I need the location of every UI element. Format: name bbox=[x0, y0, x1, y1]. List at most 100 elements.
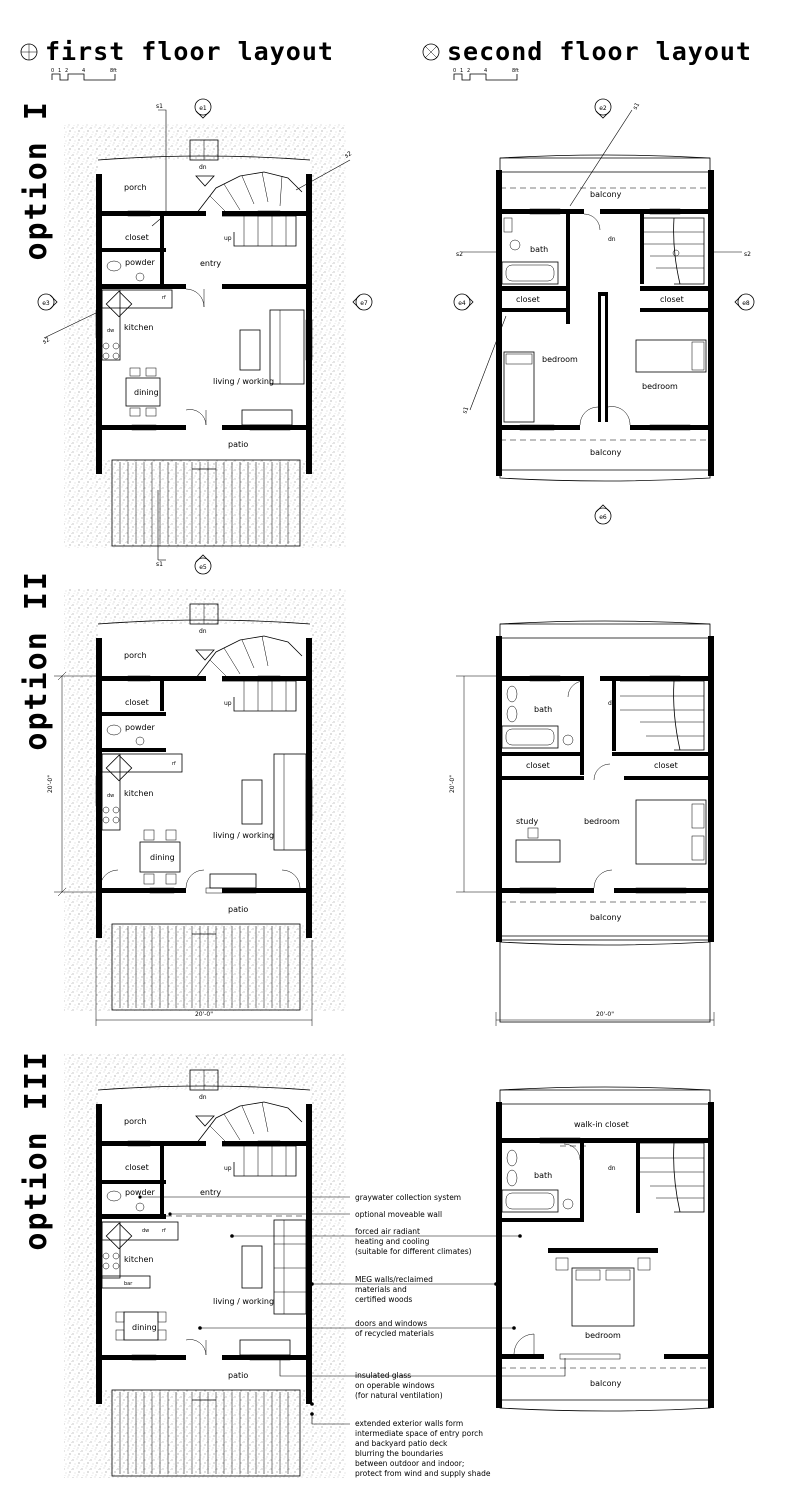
elevation-marker-e8: e8 bbox=[734, 293, 755, 311]
svg-text:kitchen: kitchen bbox=[124, 1255, 153, 1264]
first-floor-title: first floor layout 0 1 2 4 8ft bbox=[20, 37, 334, 81]
elevation-marker-e7: e7 bbox=[352, 293, 373, 311]
svg-text:dn: dn bbox=[199, 164, 207, 171]
option-1-first-floor: e1 e5 e3 e7 s1 s1 s2 s2 porch closet pow… bbox=[37, 98, 373, 575]
svg-text:up: up bbox=[224, 700, 232, 707]
svg-text:4: 4 bbox=[82, 68, 85, 74]
svg-text:0: 0 bbox=[453, 68, 456, 74]
svg-text:MEG walls/reclaimed: MEG walls/reclaimed bbox=[355, 1275, 433, 1284]
scale-bar: 0 1 2 4 8ft bbox=[453, 68, 519, 81]
svg-text:1: 1 bbox=[58, 68, 61, 74]
svg-text:1: 1 bbox=[460, 68, 463, 74]
svg-text:bath: bath bbox=[534, 705, 552, 714]
svg-text:e5: e5 bbox=[199, 564, 207, 571]
svg-text:living / working: living / working bbox=[213, 1297, 274, 1306]
svg-text:and backyard patio deck: and backyard patio deck bbox=[355, 1439, 448, 1448]
option-3-second-floor: walk-in closet bath dn bedroom balcony bbox=[496, 1086, 714, 1412]
elevation-marker-e1: e1 bbox=[194, 98, 212, 119]
svg-text:closet: closet bbox=[654, 761, 678, 770]
room-label: closet bbox=[125, 233, 149, 242]
svg-text:balcony: balcony bbox=[590, 190, 622, 199]
svg-text:e7: e7 bbox=[360, 300, 368, 307]
svg-text:between outdoor and indoor;: between outdoor and indoor; bbox=[355, 1459, 464, 1468]
svg-text:s2: s2 bbox=[344, 150, 354, 160]
svg-text:e4: e4 bbox=[458, 300, 466, 307]
svg-text:rf: rf bbox=[162, 295, 166, 301]
svg-text:balcony: balcony bbox=[590, 1379, 622, 1388]
svg-text:dn: dn bbox=[608, 700, 616, 707]
svg-text:patio: patio bbox=[228, 1371, 248, 1380]
room-label: kitchen bbox=[124, 323, 153, 332]
second-floor-heading: second floor layout bbox=[447, 37, 752, 66]
svg-text:bath: bath bbox=[534, 1171, 552, 1180]
option-2-first-floor: 20'-0" 20'-0" porch closet powder kitche… bbox=[47, 588, 346, 1026]
svg-text:dw: dw bbox=[107, 328, 114, 334]
svg-text:study: study bbox=[516, 817, 538, 826]
svg-text:(for natural ventilation): (for natural ventilation) bbox=[355, 1391, 443, 1400]
svg-text:bedroom: bedroom bbox=[584, 817, 620, 826]
room-label: entry bbox=[200, 259, 221, 268]
svg-text:powder: powder bbox=[125, 1188, 156, 1197]
svg-text:closet: closet bbox=[516, 295, 540, 304]
svg-text:materials and: materials and bbox=[355, 1285, 407, 1294]
svg-text:(suitable for different climat: (suitable for different climates) bbox=[355, 1247, 472, 1256]
svg-text:up: up bbox=[224, 235, 232, 242]
svg-text:s1: s1 bbox=[156, 103, 163, 110]
svg-text:certified woods: certified woods bbox=[355, 1295, 412, 1304]
option-2-second-floor: 20'-0" 20'-0" bath dn closet closet stud… bbox=[449, 620, 715, 1026]
svg-text:porch: porch bbox=[124, 651, 147, 660]
svg-text:insulated glass: insulated glass bbox=[355, 1371, 411, 1380]
deck-boards bbox=[119, 462, 289, 544]
option-3-label: option III bbox=[19, 1050, 54, 1251]
svg-text:closet: closet bbox=[125, 1163, 149, 1172]
svg-text:bedroom: bedroom bbox=[642, 382, 678, 391]
annotation-graywater: graywater collection system bbox=[355, 1193, 461, 1202]
deck-boards bbox=[119, 926, 289, 1008]
room-label: living / working bbox=[213, 377, 274, 386]
svg-text:e3: e3 bbox=[42, 300, 50, 307]
svg-text:2: 2 bbox=[65, 68, 68, 74]
svg-text:s1: s1 bbox=[461, 406, 470, 415]
svg-text:closet: closet bbox=[660, 295, 684, 304]
svg-text:dw: dw bbox=[142, 1228, 149, 1234]
svg-text:closet: closet bbox=[526, 761, 550, 770]
svg-text:on operable windows: on operable windows bbox=[355, 1381, 435, 1390]
svg-text:intermediate space of entry po: intermediate space of entry porch bbox=[355, 1429, 483, 1438]
svg-text:bedroom: bedroom bbox=[542, 355, 578, 364]
svg-text:dn: dn bbox=[608, 236, 616, 243]
svg-text:rf: rf bbox=[172, 761, 176, 767]
svg-text:bath: bath bbox=[530, 245, 548, 254]
svg-text:entry: entry bbox=[200, 1188, 221, 1197]
svg-text:dw: dw bbox=[107, 793, 114, 799]
svg-text:walk-in closet: walk-in closet bbox=[574, 1120, 629, 1129]
svg-text:forced air radiant: forced air radiant bbox=[355, 1227, 420, 1236]
svg-text:heating and cooling: heating and cooling bbox=[355, 1237, 430, 1246]
svg-text:e6: e6 bbox=[599, 514, 607, 521]
svg-text:kitchen: kitchen bbox=[124, 789, 153, 798]
annotation-moveable-wall: optional moveable wall bbox=[355, 1210, 442, 1219]
svg-text:s1: s1 bbox=[632, 101, 642, 111]
svg-text:20'-0": 20'-0" bbox=[449, 775, 456, 793]
svg-text:s2: s2 bbox=[42, 336, 52, 346]
svg-text:s2: s2 bbox=[744, 251, 751, 258]
option-1-label: option I bbox=[19, 100, 54, 261]
svg-text:dn: dn bbox=[608, 1165, 616, 1172]
scale-bar: 0 1 2 4 8ft bbox=[51, 68, 117, 81]
svg-text:dining: dining bbox=[132, 1323, 157, 1332]
elevation-marker-e2: e2 bbox=[594, 98, 612, 119]
svg-text:bedroom: bedroom bbox=[585, 1331, 621, 1340]
room-label: dining bbox=[134, 388, 159, 397]
svg-text:s2: s2 bbox=[456, 251, 463, 258]
room-label: powder bbox=[125, 258, 156, 267]
svg-text:balcony: balcony bbox=[590, 448, 622, 457]
elevation-marker-e6: e6 bbox=[594, 504, 612, 525]
option-1-second-floor: e2 e6 e4 e8 s1 s1 s2 s2 balcony bath dn … bbox=[453, 98, 755, 525]
deck-boards bbox=[119, 1392, 289, 1474]
svg-text:up: up bbox=[224, 1165, 232, 1172]
svg-text:dn: dn bbox=[199, 1094, 207, 1101]
first-floor-heading: first floor layout bbox=[45, 37, 334, 66]
svg-text:extended exterior walls form: extended exterior walls form bbox=[355, 1419, 463, 1428]
svg-text:4: 4 bbox=[484, 68, 487, 74]
svg-text:e8: e8 bbox=[742, 300, 750, 307]
